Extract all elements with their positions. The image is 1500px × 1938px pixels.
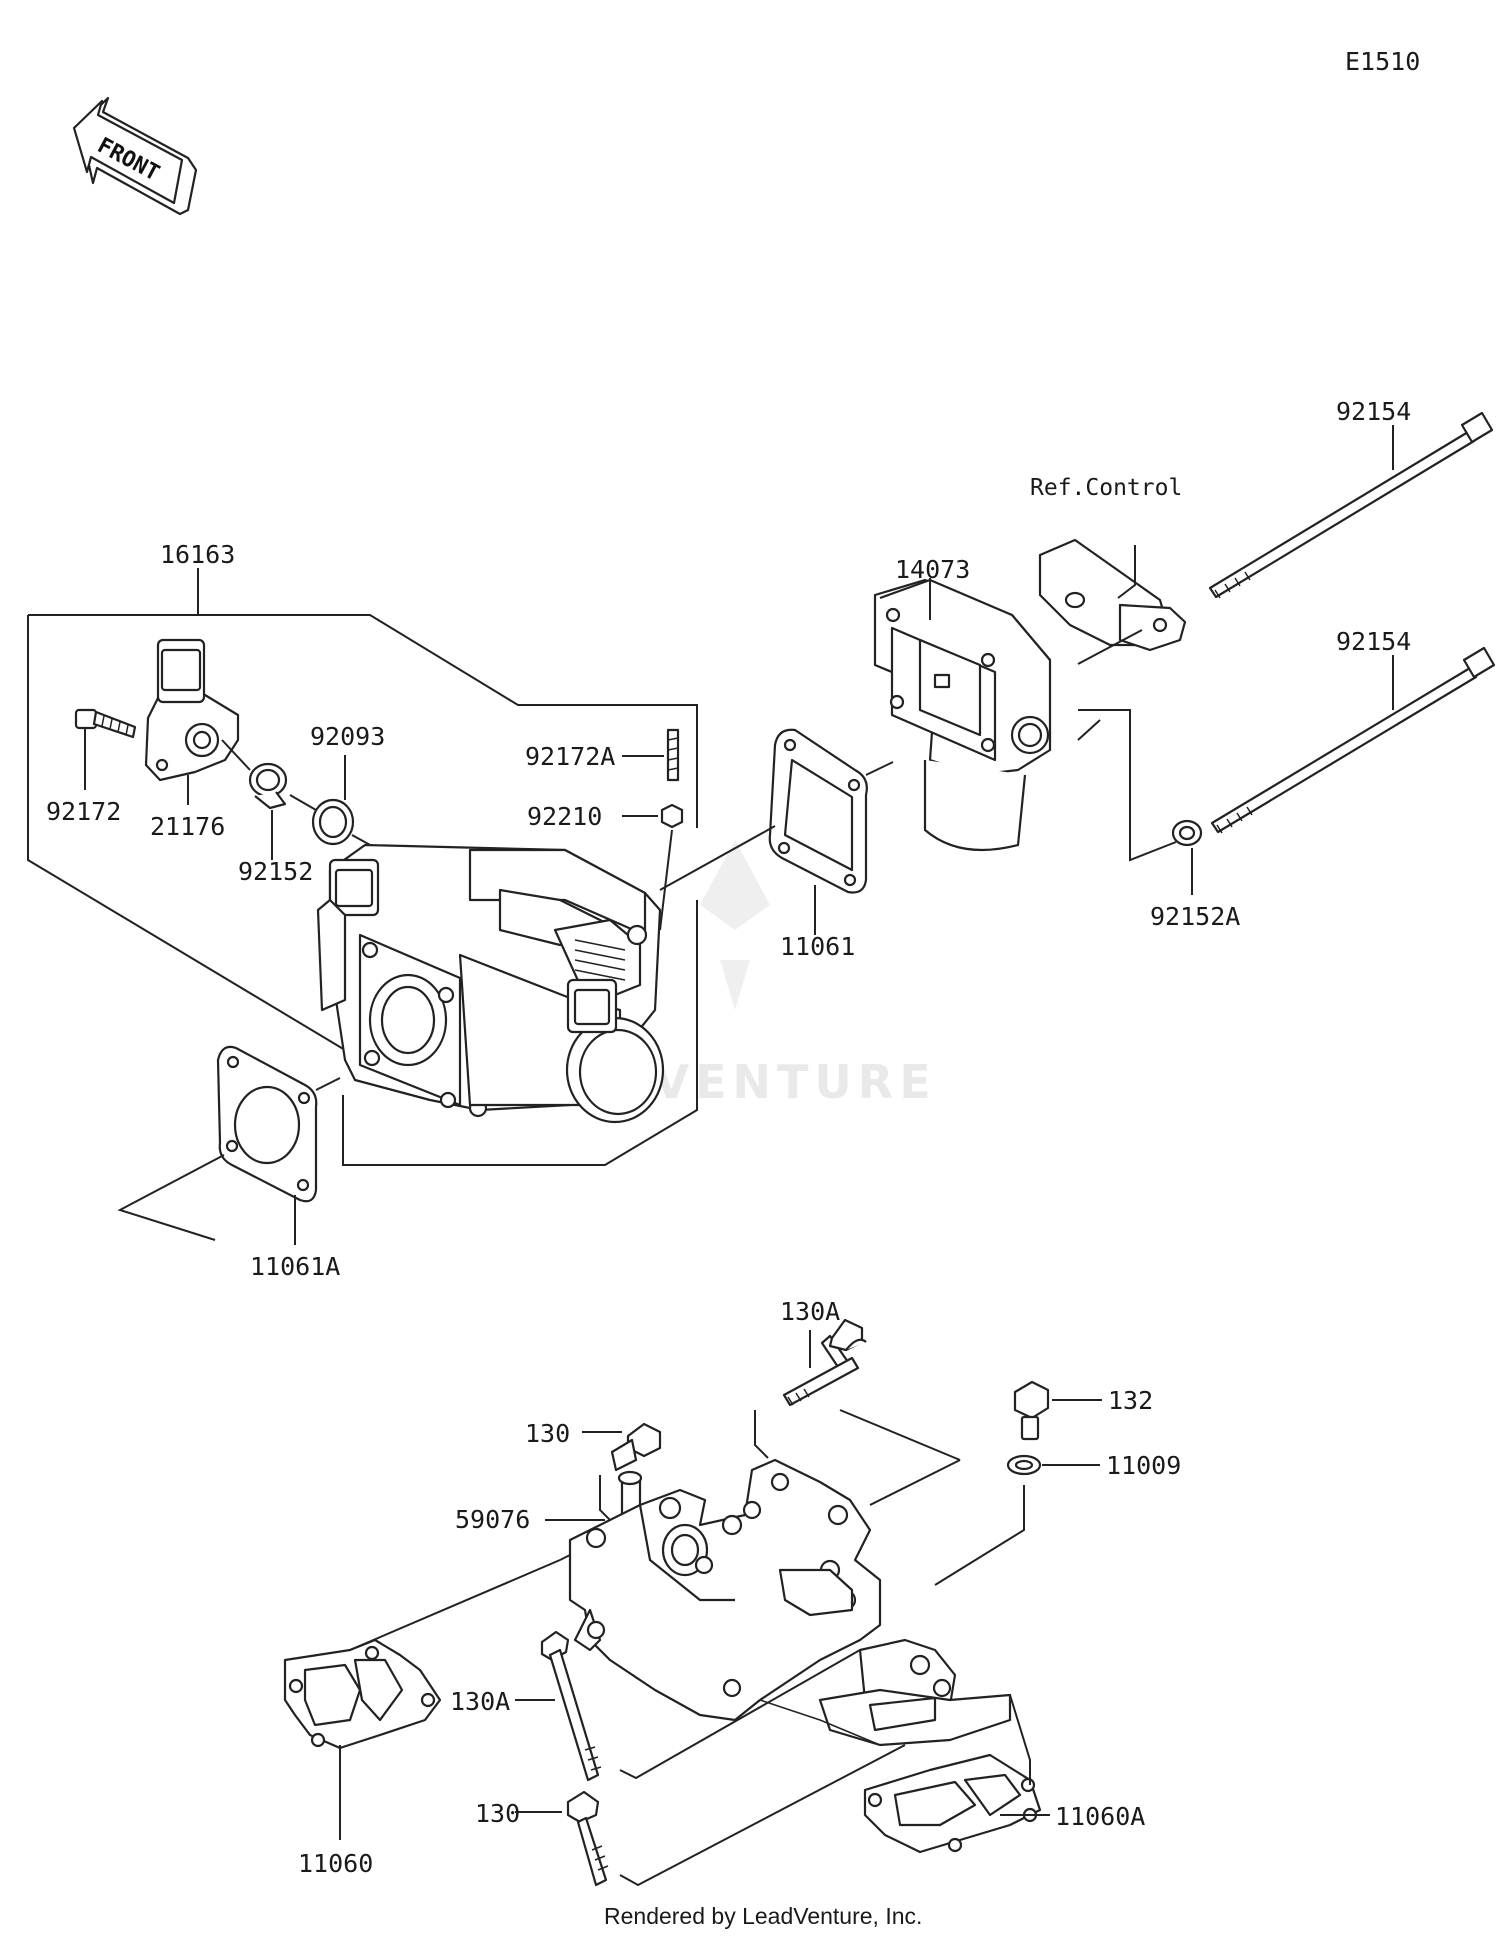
label-11061: 11061 <box>780 932 855 961</box>
label-16163: 16163 <box>160 540 235 569</box>
label-11061A: 11061A <box>250 1252 340 1281</box>
label-130-lower: 130 <box>475 1799 520 1828</box>
washer-11009 <box>934 1454 1100 1586</box>
throttle-sensor-21176 <box>144 638 240 805</box>
gasket-11060A <box>863 1694 1050 1854</box>
gasket-11060 <box>283 1559 561 1840</box>
label-92154-lower: 92154 <box>1336 627 1411 656</box>
label-92152: 92152 <box>238 857 313 886</box>
label-21176: 21176 <box>150 812 225 841</box>
spacer-92152A <box>1077 709 1203 895</box>
label-92172: 92172 <box>46 797 121 826</box>
label-92154-upper: 92154 <box>1336 397 1411 426</box>
label-92210: 92210 <box>527 802 602 831</box>
bolt-130A-lower <box>515 1630 861 1782</box>
bolt-132 <box>1013 1380 1102 1441</box>
label-14073: 14073 <box>895 555 970 584</box>
label-130-upper: 130 <box>525 1419 570 1448</box>
bolt-92154-lower <box>1210 646 1496 834</box>
label-11009: 11009 <box>1106 1451 1181 1480</box>
label-130A-lower: 130A <box>450 1687 510 1716</box>
label-11060A: 11060A <box>1055 1802 1145 1831</box>
bolt-130A-upper <box>782 1318 867 1407</box>
control-bracket <box>1038 538 1187 665</box>
label-132: 132 <box>1108 1386 1153 1415</box>
gasket-11061 <box>659 728 894 935</box>
gasket-11061A <box>117 1045 341 1245</box>
clip-92152 <box>221 739 288 860</box>
label-92152A: 92152A <box>1150 902 1240 931</box>
diagram-code: E1510 <box>1345 47 1420 76</box>
screw-92172 <box>74 708 137 790</box>
label-11060: 11060 <box>298 1849 373 1878</box>
bolt-130-upper <box>582 1422 662 1472</box>
holder-14073 <box>873 578 1052 852</box>
label-59076: 59076 <box>455 1505 530 1534</box>
screw-92172A <box>622 728 680 782</box>
label-130A-upper: 130A <box>780 1297 840 1326</box>
label-ref-control: Ref.Control <box>1030 475 1182 501</box>
label-92093: 92093 <box>310 722 385 751</box>
footer-credit: Rendered by LeadVenture, Inc. <box>604 1903 922 1929</box>
label-92172A: 92172A <box>525 742 615 771</box>
front-arrow-icon: FRONT <box>72 96 198 216</box>
intake-manifold <box>559 1409 1012 1747</box>
bolt-130-lower <box>515 1744 906 1887</box>
assembly-bracket-16163 <box>27 568 698 1166</box>
bolt-92154-upper <box>1208 411 1494 599</box>
nut-92210 <box>622 803 684 931</box>
throttle-body <box>316 843 665 1124</box>
part-labels: 16163 92172 21176 92152 92093 92172A 922… <box>46 397 1411 1878</box>
